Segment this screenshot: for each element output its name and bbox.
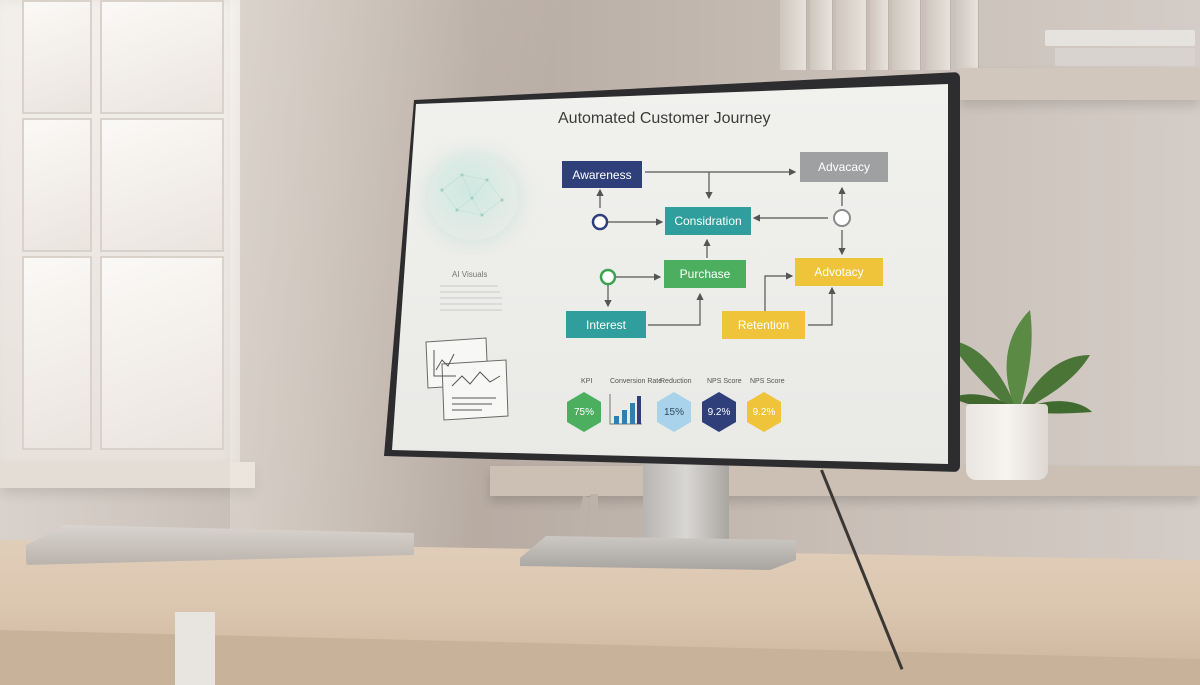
kpi-label: Reduction (660, 378, 692, 385)
slide-title: Automated Customer Journey (558, 110, 771, 127)
kpi-label: KPI (581, 378, 593, 385)
node-circle (599, 268, 617, 286)
node-consideration: Considration (665, 207, 751, 235)
journey-connectors (591, 168, 851, 326)
window-pane (22, 0, 92, 114)
window-pane (22, 118, 92, 252)
plant-leaves-icon (950, 310, 1092, 414)
stacked-book (1055, 48, 1195, 66)
window (0, 0, 240, 470)
node-circle (833, 209, 851, 227)
desk-leg (175, 612, 215, 685)
node-circle (591, 213, 609, 231)
window-pane (100, 118, 224, 252)
analytics-documents-icon (425, 337, 509, 421)
window-pane (100, 0, 224, 114)
node-interest: Interest (566, 311, 646, 338)
bar-chart-icon (609, 394, 642, 425)
ai-visuals-label: AI Visuals (452, 270, 488, 279)
monitor-stand-neck (643, 460, 729, 544)
kpi-label: Conversion Rate (610, 378, 663, 385)
stacked-layers-icon (440, 285, 502, 311)
kpi-hexagon: 9.2% (702, 392, 736, 432)
window-sill (0, 462, 255, 488)
window-pane (22, 256, 92, 450)
kpi-hexagon: 15% (657, 392, 691, 432)
node-advocacy-top: Advacacy (800, 152, 888, 182)
shelf-upper (960, 68, 1200, 100)
shelf-lower (490, 466, 1200, 496)
kpi-hexagon: 9.2% (747, 392, 781, 432)
monitor-stand-base (520, 536, 796, 570)
node-purchase: Purchase (664, 260, 746, 288)
window-pane (100, 256, 224, 450)
stacked-book (1045, 30, 1195, 46)
kpi-label: NPS Score (707, 378, 742, 385)
kpi-hexagon: 75% (567, 392, 601, 432)
network-nodes-icon (440, 173, 504, 217)
node-retention: Retention (722, 311, 805, 339)
kpi-label: NPS Score (750, 378, 785, 385)
books (780, 0, 1020, 70)
node-awareness: Awareness (562, 161, 642, 188)
node-advocacy-mid: Advotacy (795, 258, 883, 286)
plant-pot (966, 404, 1048, 480)
